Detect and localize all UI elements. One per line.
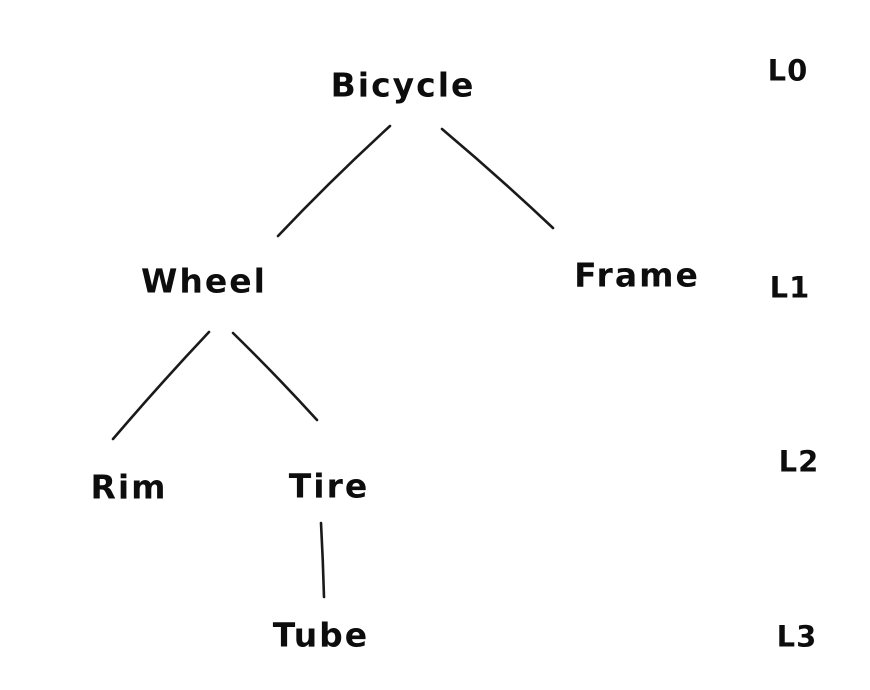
level-label-l3: L3	[776, 619, 818, 654]
level-label-l2: L2	[778, 444, 820, 479]
node-tire: Tire	[288, 466, 370, 506]
edge-tire-tube	[319, 521, 326, 599]
node-rim: Rim	[90, 467, 168, 507]
node-tube: Tube	[272, 615, 370, 655]
edge-wheel-tire	[231, 331, 319, 422]
level-label-l0: L0	[767, 53, 809, 88]
edge-wheel-rim	[111, 330, 211, 441]
level-label-l1: L1	[769, 270, 811, 305]
edge-bicycle-frame	[440, 127, 555, 230]
node-frame: Frame	[574, 255, 700, 295]
node-wheel: Wheel	[141, 261, 267, 301]
node-bicycle: Bicycle	[330, 65, 476, 105]
edge-bicycle-wheel	[276, 124, 392, 238]
